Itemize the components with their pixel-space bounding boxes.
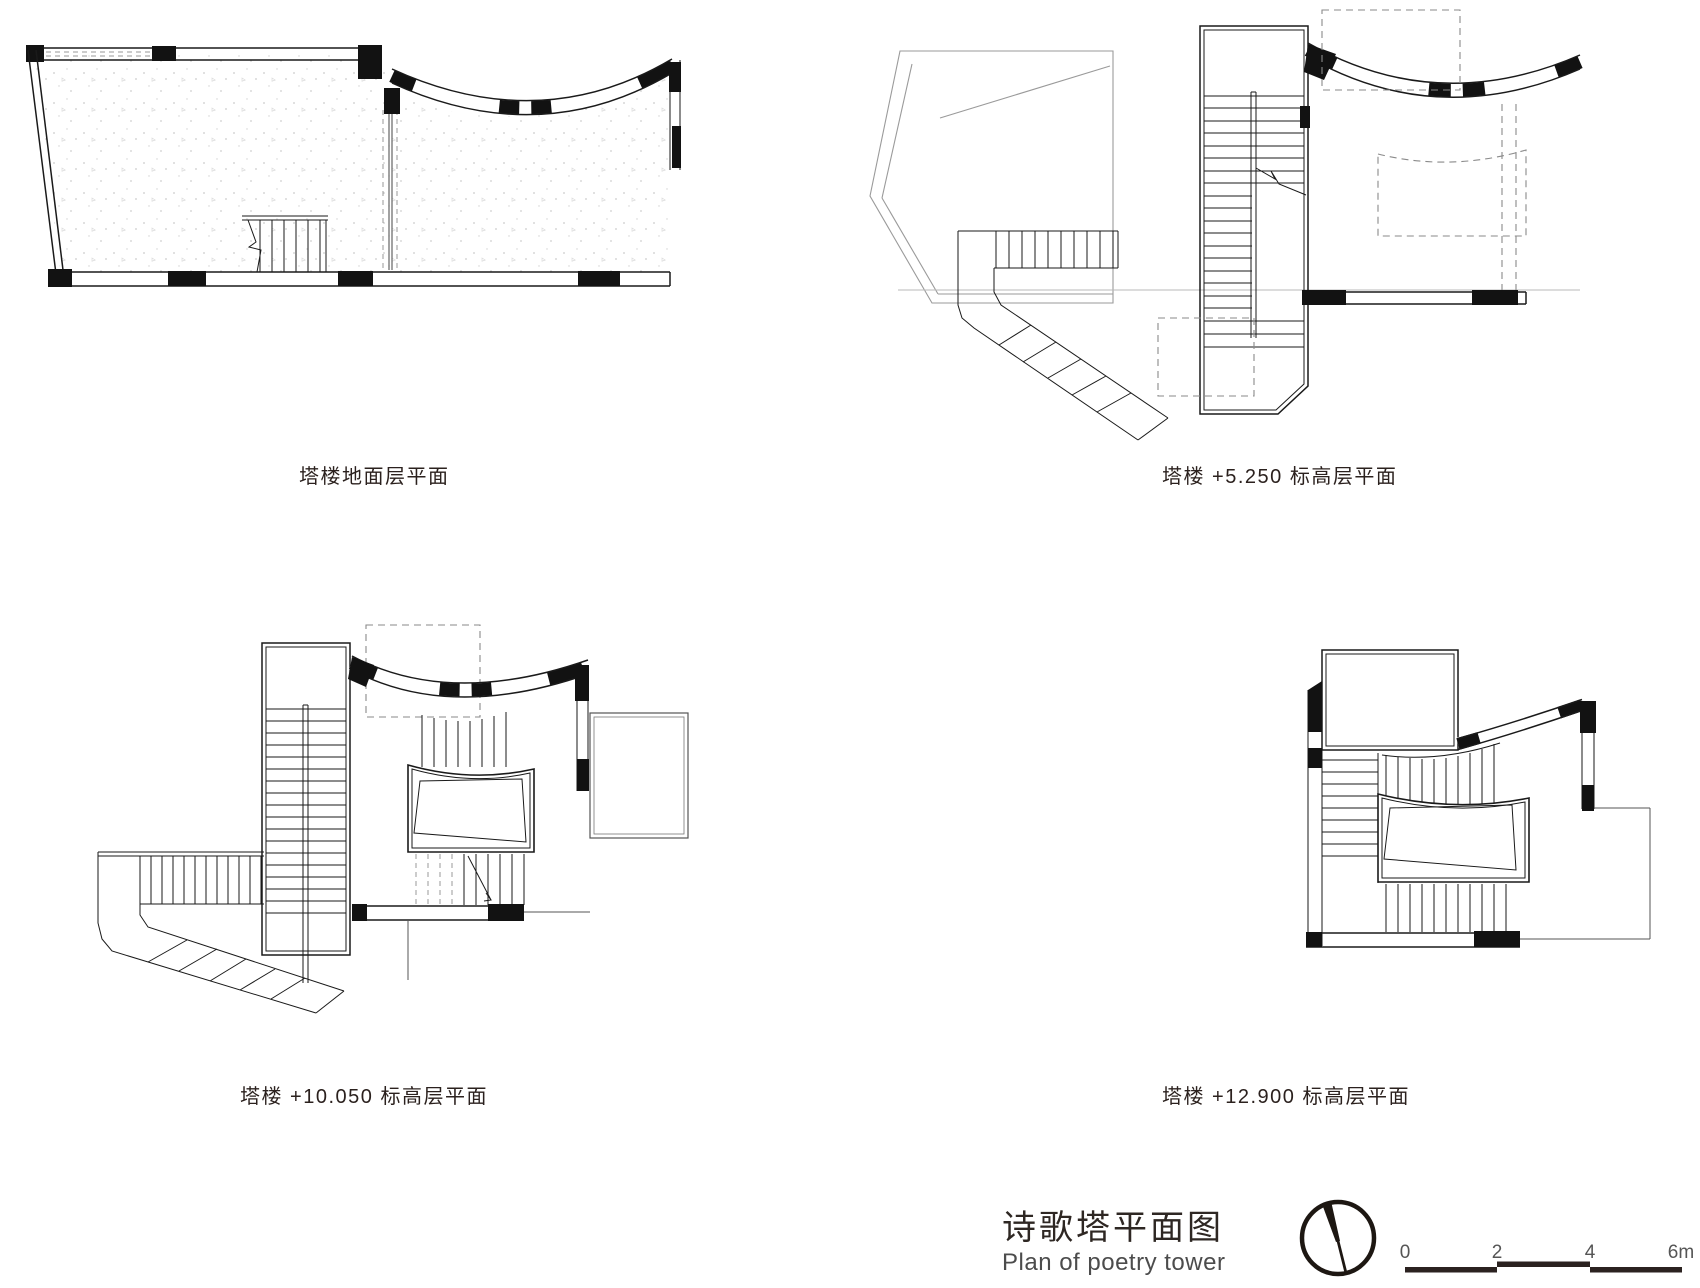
bottom-wall — [1302, 290, 1527, 305]
left-wall — [1307, 681, 1323, 946]
stair-shaft — [1199, 25, 1309, 415]
scale-segment-2 — [1497, 1261, 1590, 1267]
sheet-title-zh: 诗歌塔平面图 — [1002, 1209, 1224, 1247]
sheet-title-en: Plan of poetry tower — [1002, 1249, 1226, 1276]
plan-5250-drawing — [838, 0, 1586, 448]
lower-treads — [1385, 884, 1507, 932]
lower-treads — [415, 854, 525, 905]
right-wall — [669, 60, 681, 170]
balcony-platform — [407, 763, 535, 853]
floor-texture-right — [386, 76, 670, 272]
curved-wall — [348, 655, 591, 698]
scale-tick-2: 2 — [1492, 1242, 1503, 1263]
bottom-wall — [352, 904, 590, 980]
plan-12900-svg — [1306, 649, 1651, 948]
stair — [242, 215, 328, 273]
interior-divider — [382, 88, 400, 270]
right-wall — [575, 665, 589, 791]
left-wall — [27, 49, 64, 275]
scale-tick-4: 4 — [1585, 1242, 1596, 1263]
plan-ground-floor-drawing — [20, 36, 685, 304]
scale-segment-3 — [1590, 1267, 1682, 1273]
curved-wall — [1300, 42, 1583, 128]
angled-stair — [97, 851, 345, 1014]
floor-texture-left — [34, 52, 386, 272]
right-wall — [1580, 701, 1651, 939]
fan-treads — [421, 712, 507, 767]
ghost-outline — [869, 50, 1580, 304]
plan-5250-label: 塔楼 +5.250 标高层平面 — [1162, 466, 1398, 488]
north-arrow-icon — [1294, 1196, 1386, 1288]
bottom-wall — [48, 269, 671, 287]
bottom-wall — [1306, 931, 1650, 948]
plan-ground-floor-svg — [26, 45, 681, 287]
plan-12900-drawing — [1198, 593, 1666, 961]
scale-segment-1 — [1405, 1267, 1497, 1273]
left-stair — [1322, 753, 1379, 883]
balcony-platform — [1377, 792, 1530, 883]
plan-5250-svg — [869, 9, 1583, 441]
curved-wall — [1456, 698, 1585, 751]
plan-10050-label: 塔楼 +10.050 标高层平面 — [240, 1086, 488, 1108]
stair-break-line — [1255, 167, 1307, 196]
angled-stair — [957, 230, 1169, 441]
scale-tick-0: 0 — [1400, 1242, 1411, 1263]
dashed-overlays — [1157, 9, 1527, 397]
scale-bar: 0 2 4 6m — [1393, 1238, 1700, 1288]
curved-wall — [389, 58, 676, 116]
top-room — [1321, 649, 1459, 751]
plan-10050-svg — [97, 624, 689, 1014]
top-wall — [26, 45, 382, 79]
scale-tick-6m: 6m — [1668, 1242, 1694, 1263]
plan-10050-drawing — [78, 563, 723, 1018]
side-room — [589, 712, 689, 839]
plan-12900-label: 塔楼 +12.900 标高层平面 — [1162, 1086, 1410, 1108]
plan-ground-floor-label: 塔楼地面层平面 — [299, 466, 450, 488]
stair-shaft — [261, 642, 351, 983]
